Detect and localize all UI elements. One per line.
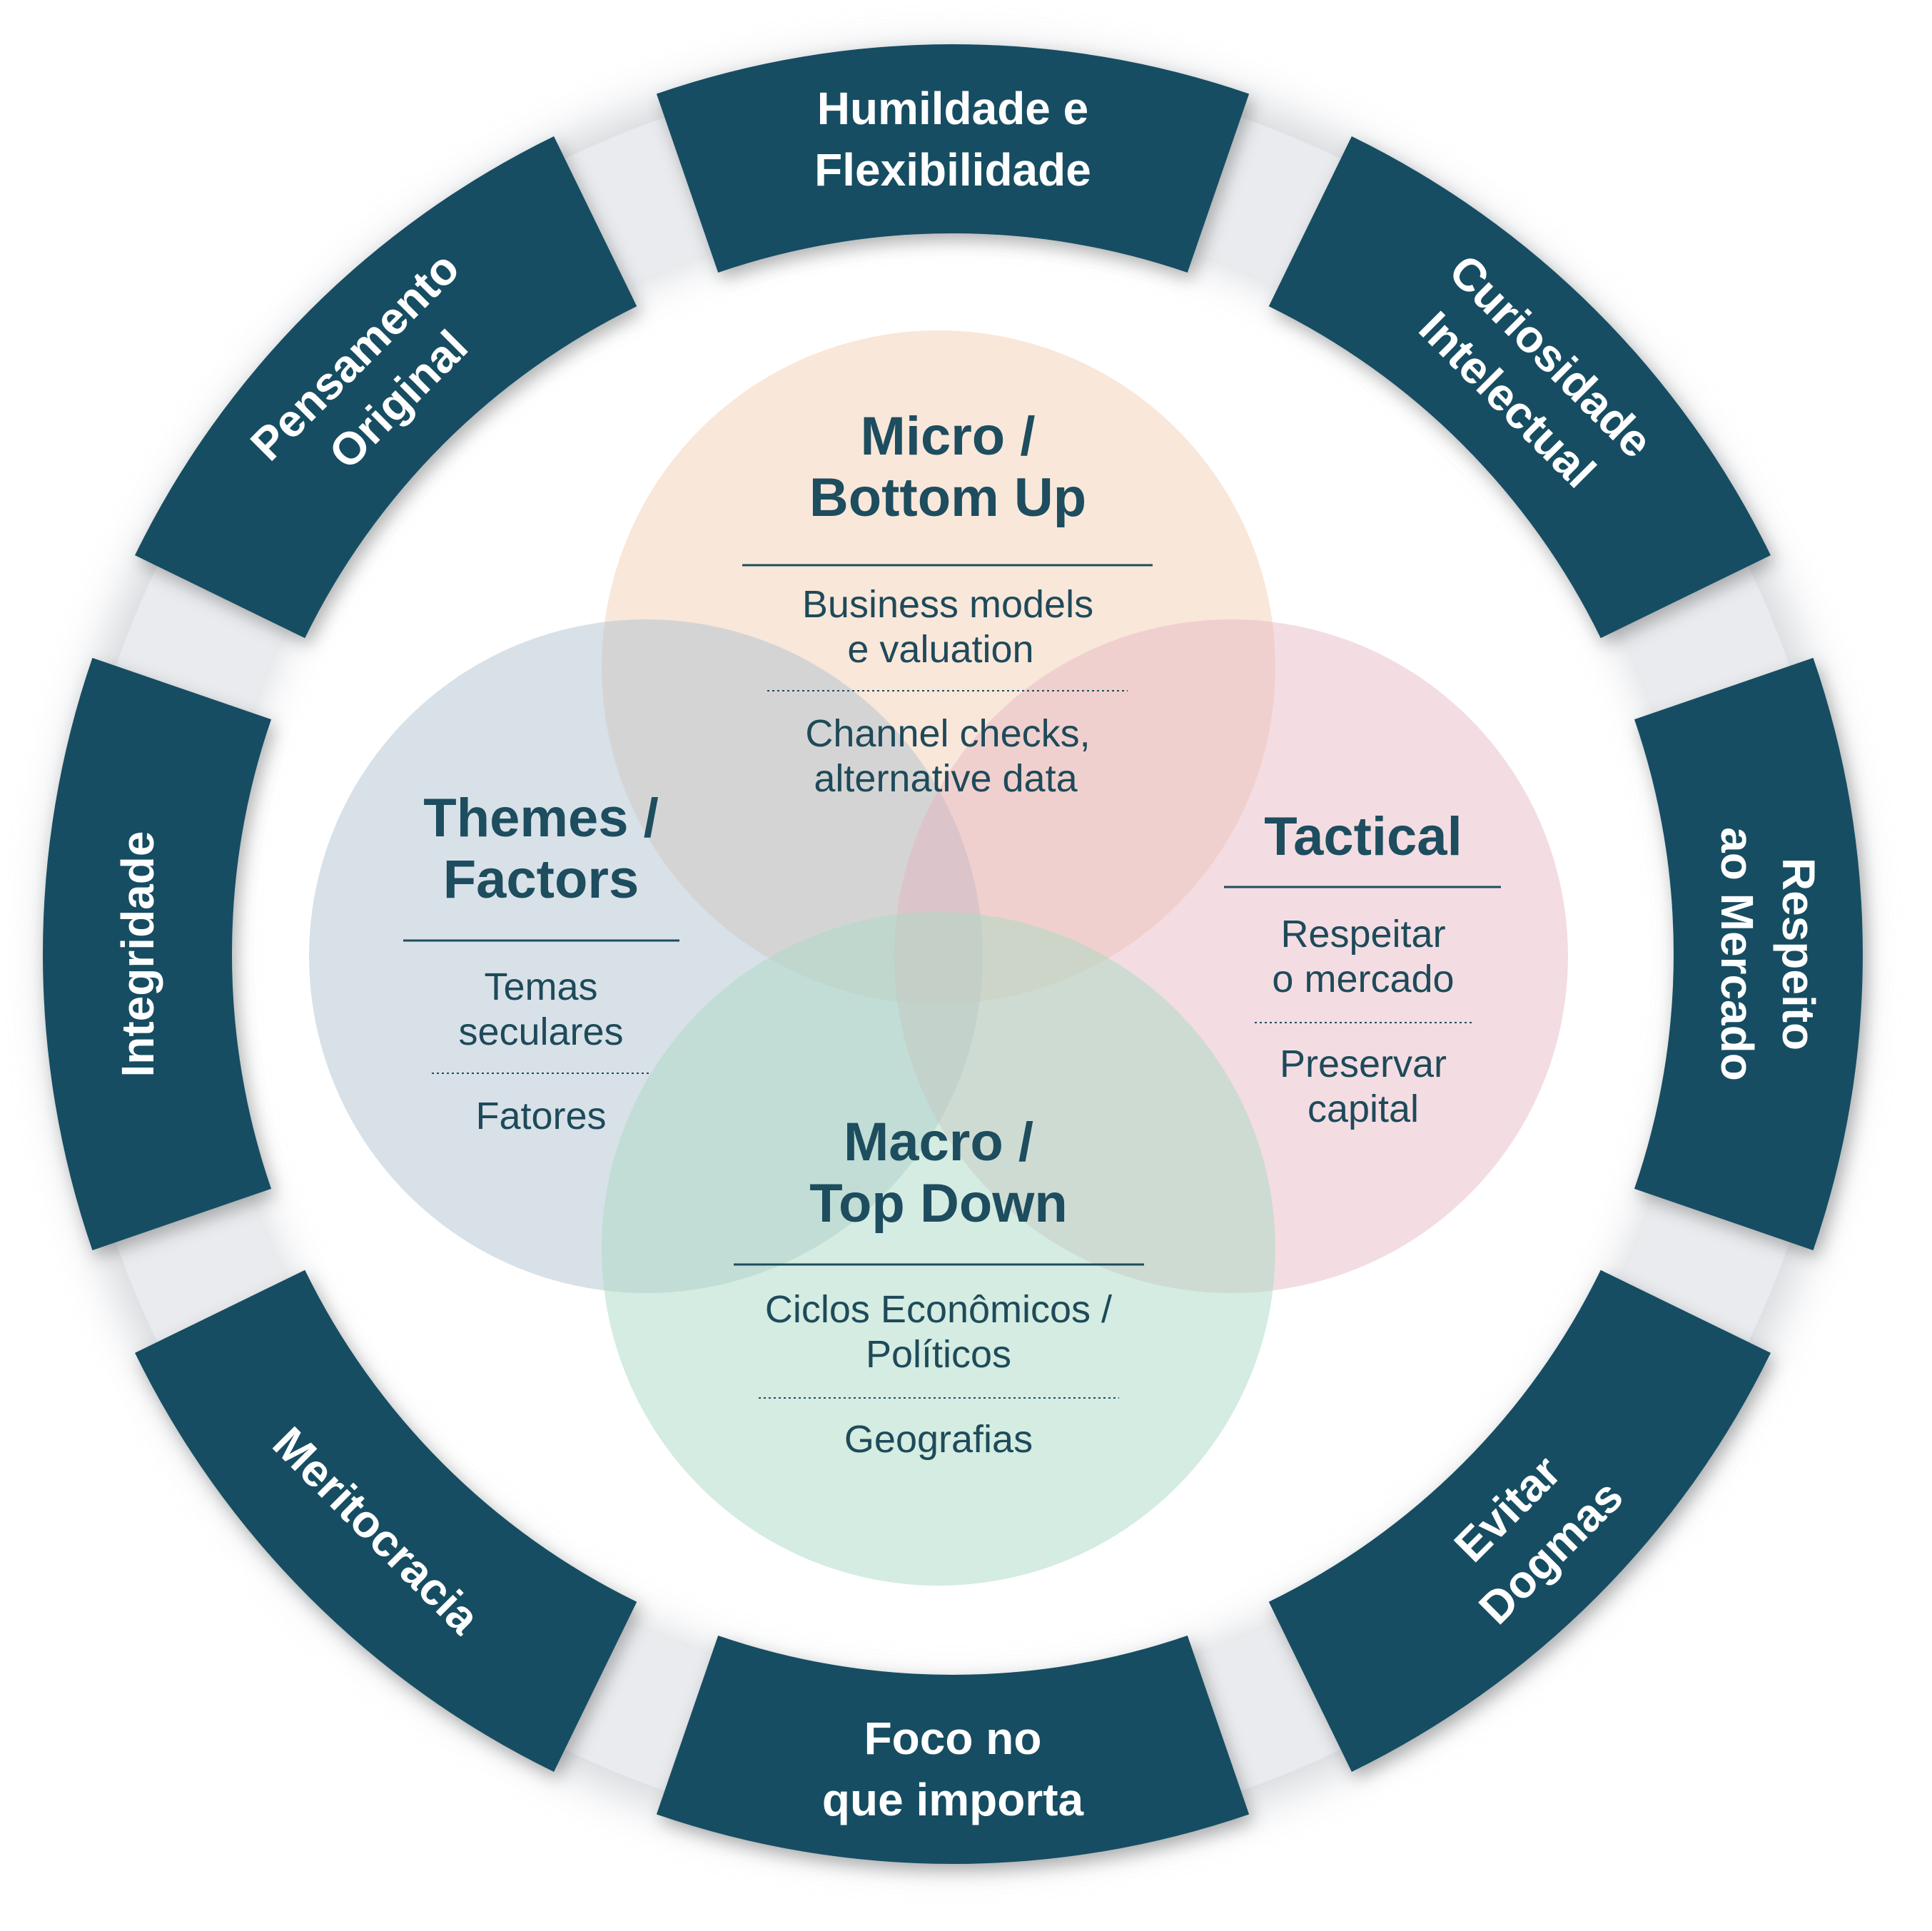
themes-title-line-2: Factors bbox=[443, 849, 639, 910]
macro-top-down-block: Macro / Top Down Ciclos Econômicos / Pol… bbox=[734, 1112, 1144, 1461]
ring-segment-curiosidade bbox=[1268, 136, 1771, 639]
ring-label-humildade: Humildade e Flexibilidade bbox=[814, 83, 1091, 196]
themes-item-2-line-1: Fatores bbox=[475, 1095, 606, 1137]
micro-item-1-line-2: e valuation bbox=[847, 628, 1033, 671]
ring-segment-humildade bbox=[656, 44, 1250, 273]
ring-label-foco-line-2: que importa bbox=[822, 1774, 1084, 1825]
tactical-item-1-line-1: Respeitar bbox=[1280, 913, 1445, 956]
ring-label-humildade-line-1: Humildade e bbox=[817, 83, 1089, 134]
micro-title-line-1: Micro / bbox=[861, 406, 1036, 467]
ring-label-respeito-line-2: ao Mercado bbox=[1711, 827, 1763, 1081]
ring-label-integridade: Integridade bbox=[112, 831, 163, 1078]
micro-bottom-up-circle bbox=[602, 330, 1275, 1004]
values-ring: Humildade eFlexibilidadeCuriosidadeIntel… bbox=[42, 44, 1863, 1864]
ring-label-respeito-line-1: Respeito bbox=[1773, 858, 1824, 1050]
ring-label-foco: Foco no que importa bbox=[822, 1713, 1084, 1825]
micro-item-2-line-2: alternative data bbox=[814, 757, 1078, 800]
macro-title-line-2: Top Down bbox=[809, 1173, 1068, 1234]
themes-item-1-line-1: Temas bbox=[484, 966, 597, 1008]
tactical-item-2-line-2: capital bbox=[1308, 1088, 1419, 1130]
tactical-item-1-line-2: o mercado bbox=[1272, 958, 1454, 1000]
micro-item-1-line-1: Business models bbox=[802, 583, 1093, 626]
micro-item-2-line-1: Channel checks, bbox=[805, 712, 1090, 755]
ring-segment-pensamento bbox=[135, 136, 637, 639]
themes-item-1-line-2: seculares bbox=[458, 1010, 623, 1053]
macro-title-line-1: Macro / bbox=[844, 1112, 1033, 1172]
macro-item-1-line-1: Ciclos Econômicos / bbox=[765, 1288, 1112, 1331]
venn-diagram bbox=[309, 330, 1568, 1586]
tactical-item-2-line-1: Preservar bbox=[1280, 1043, 1447, 1085]
tactical-block: Tactical Respeitar o mercado Preservar c… bbox=[1224, 806, 1501, 1130]
tactical-title: Tactical bbox=[1264, 806, 1462, 867]
ring-label-integridade-line-1: Integridade bbox=[112, 831, 163, 1078]
themes-factors-block: Themes / Factors Temas seculares Fatores bbox=[403, 788, 679, 1137]
ring-segment-integridade bbox=[42, 657, 272, 1251]
venn-labels: Micro / Bottom Up Business models e valu… bbox=[403, 406, 1501, 1461]
ring-label-humildade-line-2: Flexibilidade bbox=[814, 144, 1091, 196]
ring-segment-meritocracia bbox=[135, 1269, 637, 1772]
macro-top-down-circle bbox=[602, 912, 1275, 1586]
ring-label-foco-line-1: Foco no bbox=[864, 1713, 1042, 1764]
ring-segment-respeito bbox=[1634, 657, 1863, 1251]
themes-title-line-1: Themes / bbox=[423, 788, 658, 848]
micro-title-line-2: Bottom Up bbox=[809, 467, 1086, 528]
micro-bottom-up-block: Micro / Bottom Up Business models e valu… bbox=[742, 406, 1153, 800]
macro-item-2-line-1: Geografias bbox=[844, 1418, 1033, 1461]
macro-item-1-line-2: Políticos bbox=[866, 1333, 1011, 1376]
ring-segment-foco bbox=[656, 1635, 1250, 1864]
ring-segment-evitar bbox=[1268, 1269, 1771, 1772]
